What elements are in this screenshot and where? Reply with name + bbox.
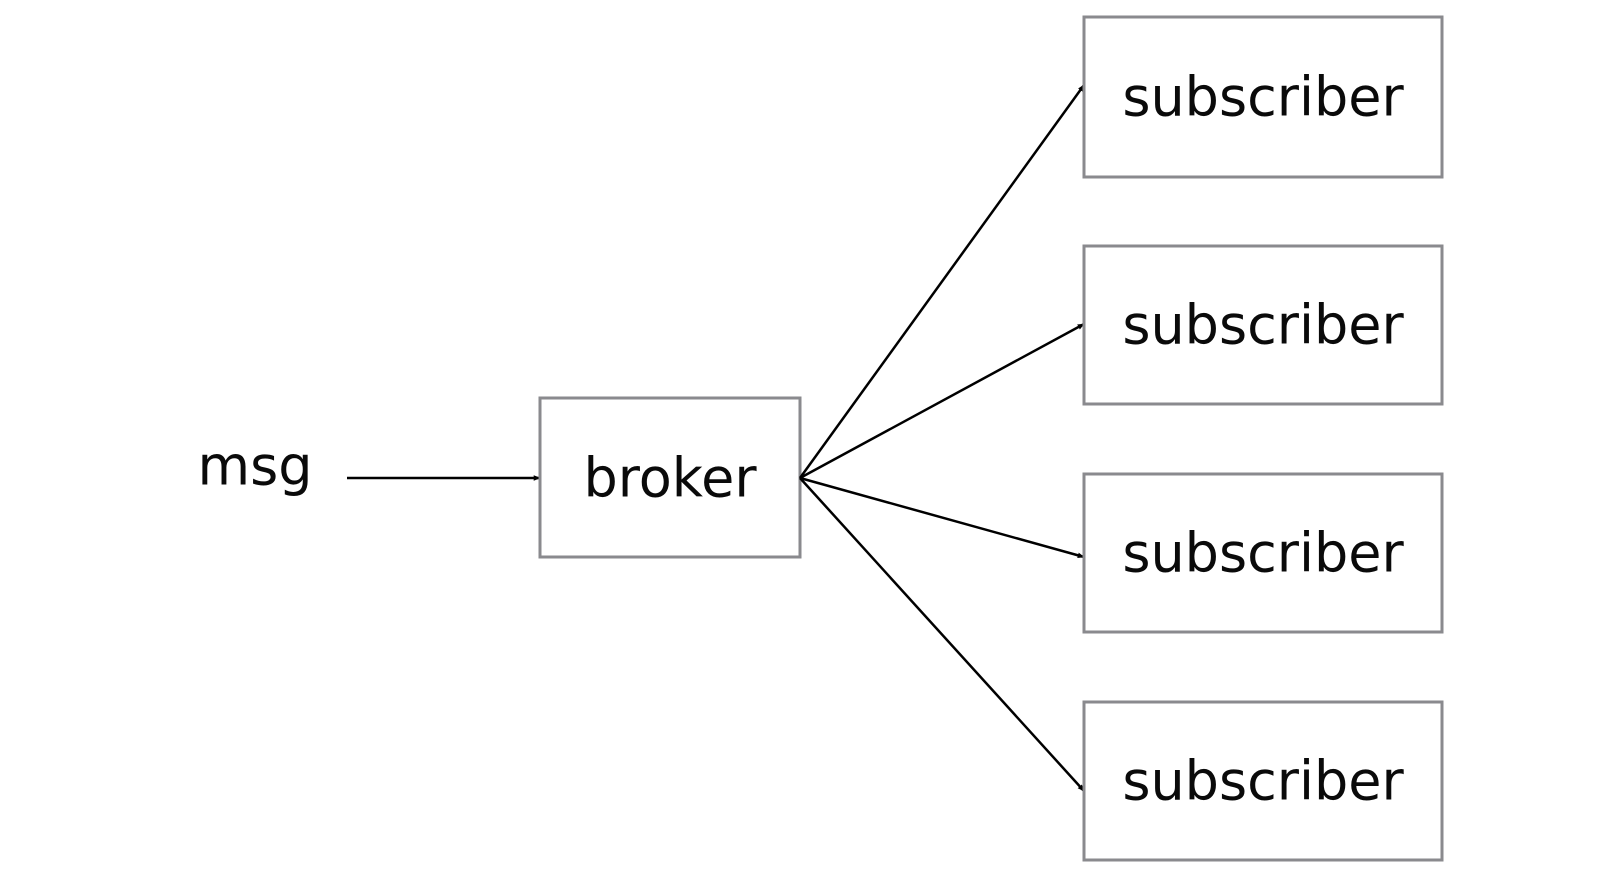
- subscriber-label: subscriber: [1122, 522, 1404, 585]
- subscriber-box: [1082, 15, 1444, 179]
- subscriber-node-1: subscriber: [1082, 15, 1444, 179]
- subscriber-label: subscriber: [1122, 66, 1404, 129]
- edge-broker-to-subscriber-3: [799, 476, 1085, 559]
- broker-label: broker: [583, 447, 757, 510]
- edge-broker-to-subscriber-2: [799, 322, 1085, 480]
- subscriber-box: [1082, 472, 1444, 634]
- subscriber-box: [1082, 244, 1444, 406]
- subscriber-node-3: subscriber: [1082, 472, 1444, 634]
- subscriber-node-2: subscriber: [1082, 244, 1444, 406]
- subscriber-label: subscriber: [1122, 294, 1404, 357]
- broker-node: broker: [538, 396, 802, 559]
- msg-label: msg: [197, 435, 312, 498]
- subscriber-node-4: subscriber: [1082, 700, 1444, 862]
- edge-broker-to-subscriber-4: [799, 477, 1085, 792]
- edge-broker-to-subscriber-1: [798, 84, 1086, 479]
- subscriber-label: subscriber: [1122, 750, 1404, 813]
- subscriber-box: [1082, 700, 1444, 862]
